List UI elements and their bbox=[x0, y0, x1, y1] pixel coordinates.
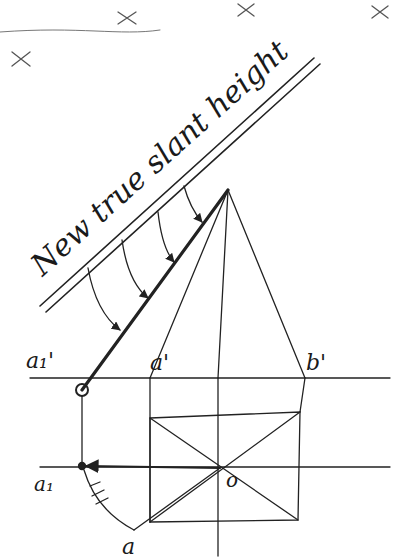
point-label: a₁ bbox=[34, 474, 54, 494]
point-label: a' bbox=[150, 352, 169, 374]
rotation-arrow bbox=[86, 466, 220, 468]
projector bbox=[300, 378, 305, 412]
rotation-arc bbox=[84, 470, 134, 530]
underline bbox=[40, 58, 314, 306]
reference-line bbox=[40, 466, 390, 467]
reference-line bbox=[30, 377, 390, 378]
point-label: a₁' bbox=[26, 350, 54, 372]
point-label: b' bbox=[306, 352, 326, 374]
pointer-arrow bbox=[158, 212, 174, 262]
pointer-arrow bbox=[122, 240, 148, 298]
projector bbox=[81, 396, 82, 466]
underline bbox=[46, 64, 320, 312]
cross-mark bbox=[12, 52, 30, 66]
sheet-edge bbox=[0, 30, 160, 32]
title-note: New true slant height bbox=[26, 35, 294, 280]
point-dot bbox=[79, 463, 86, 470]
front-view-edge bbox=[150, 190, 305, 378]
cross-mark bbox=[238, 4, 254, 16]
pointer-arrow bbox=[88, 268, 120, 330]
slant-edge-plan bbox=[134, 468, 220, 530]
point-label: a bbox=[122, 536, 135, 558]
cross-mark bbox=[118, 12, 136, 24]
arc-ticks bbox=[90, 482, 108, 504]
cross-mark bbox=[372, 6, 388, 18]
pointer-arrow bbox=[184, 186, 202, 222]
point-circle bbox=[76, 384, 88, 396]
point-label: o bbox=[226, 470, 238, 490]
front-view-axis bbox=[218, 190, 228, 378]
